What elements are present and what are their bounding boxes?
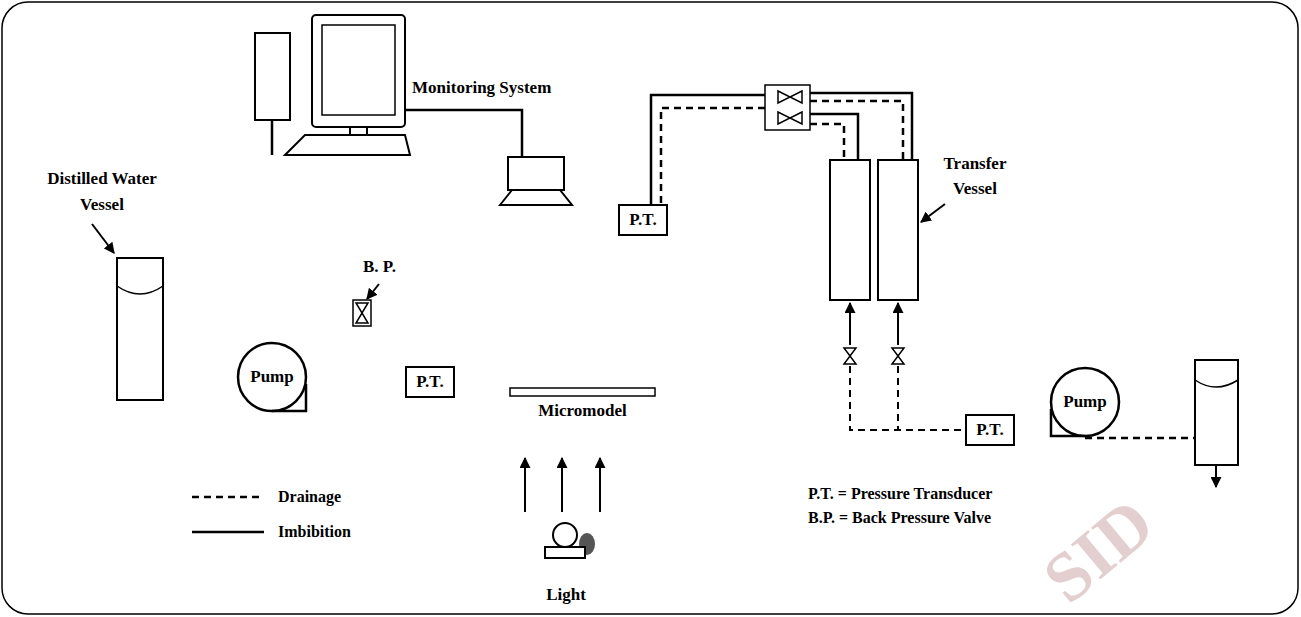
- valve-symbol: [778, 112, 802, 124]
- pressure-transducer: P.T.: [618, 204, 667, 236]
- imbibition-line: [163, 377, 237, 378]
- valve-block: [765, 85, 810, 130]
- abbreviation-note: B.P. = Back Pressure Valve: [808, 508, 991, 529]
- legend-line: [192, 496, 264, 499]
- label-holder: B.P. = Back Pressure Valve: [808, 508, 991, 529]
- camera-stand: [500, 190, 572, 205]
- back-pressure-valve-shape: [353, 300, 371, 326]
- transfer-vessel-shape: [878, 160, 918, 300]
- flow-arrow: [849, 303, 851, 345]
- monitor-neck: [350, 127, 367, 135]
- label-holder: P.T. = Pressure Transducer: [808, 484, 992, 505]
- abbreviation-note: P.T. = Pressure Transducer: [808, 484, 992, 505]
- node-label: P.T.: [620, 206, 665, 234]
- monitoring-system: Monitoring System: [255, 15, 410, 155]
- vessel-outline: [117, 258, 163, 400]
- leader-arrow: [367, 284, 379, 299]
- watermark: SID: [1024, 478, 1172, 617]
- pump: Pump: [237, 342, 307, 412]
- pump-symbol: [1051, 368, 1119, 436]
- computer-cable: [271, 120, 274, 155]
- pump-outlet: [1051, 409, 1085, 436]
- drainage-line: [661, 108, 765, 215]
- outlet-vessel: [1195, 360, 1238, 465]
- light-source-shape: [539, 522, 593, 562]
- label-holder: SID: [1040, 505, 1157, 596]
- pressure-transducer: P.T.: [405, 366, 454, 398]
- node-label: B. P.: [363, 256, 381, 278]
- legend-sample: [190, 491, 266, 503]
- monitor-frame: [312, 15, 405, 127]
- node-label: Light: [519, 584, 613, 606]
- lamp-base: [545, 547, 585, 558]
- pump-outlet: [272, 384, 306, 411]
- transfer-vessel: Transfer Vessel: [878, 160, 918, 300]
- legend-row: Drainage: [190, 487, 341, 508]
- pump: Pump: [1050, 367, 1120, 437]
- micromodel: Micromodel: [510, 388, 655, 396]
- valve-symbol: [778, 91, 802, 103]
- transfer-vessel: [830, 160, 870, 300]
- camera-screen: [508, 157, 564, 190]
- node-label: Monitoring System: [412, 77, 567, 99]
- legend-line: [192, 531, 264, 534]
- light-arrow: [524, 458, 526, 512]
- node-label: Distilled Water Vessel: [37, 166, 167, 219]
- flow-arrow: [897, 303, 899, 345]
- legend-text: Drainage: [278, 487, 341, 508]
- light-arrow: [599, 458, 601, 512]
- imbibition-line: [651, 95, 765, 215]
- valve-symbol: [356, 303, 368, 323]
- drainage-line: [1085, 437, 1195, 440]
- outlet-arrow: [1215, 465, 1217, 487]
- node-label: P.T.: [407, 368, 452, 396]
- monitoring-system-shape: [255, 15, 410, 155]
- light-source: Light: [539, 522, 593, 562]
- drainage-line: [810, 101, 903, 160]
- computer-tower: [255, 33, 290, 120]
- node-label: Pump: [237, 342, 307, 412]
- valve-symbol: [844, 348, 856, 364]
- imbibition-line: [810, 114, 858, 160]
- lamp-bulb: [553, 523, 577, 547]
- leader-arrow: [92, 224, 114, 253]
- pump-symbol: [238, 343, 306, 411]
- legend-text: Imbibition: [278, 522, 351, 543]
- node-label: Micromodel: [510, 400, 655, 422]
- liquid-meniscus: [1195, 380, 1238, 387]
- valve-outline: [353, 300, 371, 326]
- vessel-outline: [878, 160, 918, 300]
- micromodel-plate: [510, 388, 655, 396]
- pressure-transducer: P.T.: [965, 414, 1014, 446]
- back-pressure-valve: B. P.: [353, 300, 371, 326]
- liquid-meniscus: [117, 286, 163, 294]
- node-label: Pump: [1050, 367, 1120, 437]
- valve-symbol: [892, 348, 904, 364]
- leader-arrow: [921, 204, 945, 222]
- micromodel-shape: [510, 388, 655, 396]
- node-label: P.T.: [967, 416, 1012, 444]
- monitor-screen: [322, 25, 395, 115]
- drainage-line: [810, 124, 844, 160]
- drainage-line: [897, 366, 899, 430]
- monitor-base: [285, 135, 410, 155]
- node-label: Transfer Vessel: [930, 152, 1020, 201]
- water-vessel: Distilled Water Vessel: [117, 258, 163, 400]
- monitor-cable: [405, 110, 522, 158]
- imbibition-line: [810, 93, 912, 160]
- legend-row: Imbibition: [190, 522, 351, 543]
- legend-sample: [190, 526, 266, 538]
- water-vessel-shape: [117, 258, 163, 400]
- light-arrow: [561, 458, 563, 512]
